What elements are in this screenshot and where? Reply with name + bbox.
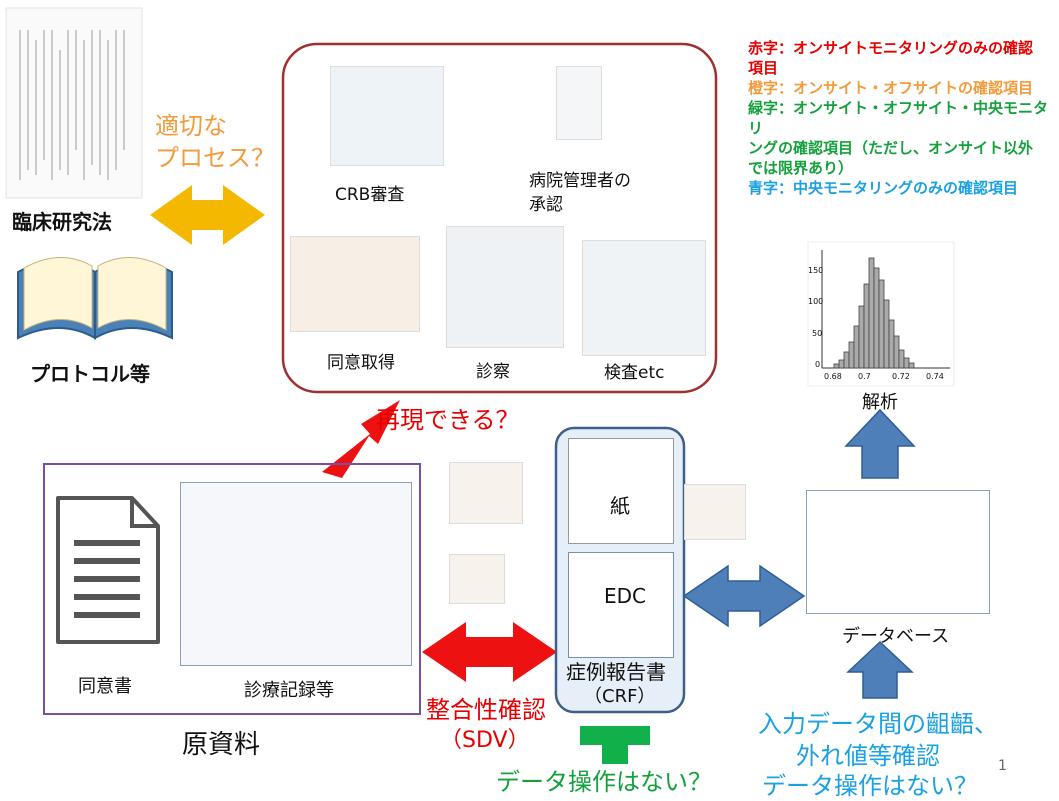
crf-label-line1: 症例報告書: [566, 660, 666, 684]
exam-label: 診察: [476, 362, 510, 382]
document-icon: [56, 496, 160, 644]
hist-xtick-072: 0.72: [892, 372, 910, 381]
records-label: 診療記録等: [244, 680, 334, 701]
crf-label-line2: （CRF）: [584, 686, 656, 707]
consent-doc-label: 同意書: [78, 676, 132, 697]
hist-xtick-07: 0.7: [858, 372, 871, 381]
legend-red-line1: 赤字：オンサイトモニタリングのみの確認: [748, 39, 1034, 57]
analysis-label: 解析: [862, 392, 898, 413]
process-question-line1: 適切な: [155, 112, 227, 140]
crb-meeting-image: [330, 66, 444, 166]
hist-ytick-100: 100: [808, 297, 824, 306]
monitor-person-image-2: [449, 554, 505, 604]
histogram-chart: [807, 241, 955, 387]
data-question-green: データ操作はない？: [496, 768, 712, 796]
legend-green-line2: ングの確認項目（ただし、オンサイト以外: [748, 139, 1034, 157]
monitor-person-image-3: [684, 484, 746, 540]
process-question-line2: プロセス？: [155, 144, 275, 172]
hist-ytick-50: 50: [812, 329, 823, 338]
book-icon: [17, 257, 173, 340]
legend-green-line1: 緑字：オンサイト・オフサイト・中央モニタリ: [748, 99, 1049, 137]
central-up-arrow: [846, 640, 914, 699]
edc-label: EDC: [598, 584, 653, 608]
legend-green-line3: では限界あり）: [748, 159, 854, 177]
source-documents-box: [43, 463, 421, 715]
source-title: 原資料: [182, 730, 261, 760]
database-screenshot: [806, 490, 990, 614]
page-number: 1: [998, 758, 1007, 774]
sdv-line1: 整合性確認: [426, 696, 546, 724]
test-scene-image: [582, 240, 706, 356]
edc-database-double-arrow: [682, 564, 806, 628]
crb-label: CRB審査: [335, 185, 405, 205]
reproduce-arrow: [322, 400, 400, 478]
legend-blue: 青字：中央モニタリングのみの確認項目: [748, 179, 1019, 197]
consent-scene-image: [290, 236, 420, 332]
hospital-process-box: [281, 42, 718, 394]
reproduce-label: 再現できる？: [376, 406, 520, 434]
hist-ytick-150: 150: [808, 266, 824, 275]
process-double-arrow: [150, 185, 265, 245]
law-document-image: [5, 7, 143, 199]
central-line3: データ操作はない？: [762, 772, 978, 800]
hospital-admin-line1: 病院管理者の: [529, 171, 631, 191]
protocol-label: プロトコル等: [30, 362, 150, 386]
legend-red-line2: 項目: [748, 59, 779, 77]
central-line2: 外れ値等確認: [796, 742, 940, 770]
hist-xtick-068: 0.68: [824, 372, 842, 381]
paper-label: 紙: [604, 490, 636, 519]
hist-ytick-0: 0: [815, 360, 821, 369]
hospital-admin-line2: 承認: [529, 195, 563, 215]
legend: 赤字：オンサイトモニタリングのみの確認 項目 橙字：オンサイト・オフサイトの確認…: [748, 38, 1059, 198]
central-line1: 入力データ間の齟齬、: [758, 710, 998, 738]
test-label: 検査etc: [604, 363, 665, 383]
hist-xtick-074: 0.74: [926, 372, 944, 381]
database-label: データベース: [842, 626, 950, 647]
emr-screenshot: [180, 482, 412, 666]
doctor-image: [556, 66, 602, 140]
sdv-double-arrow: [422, 622, 557, 682]
analysis-up-arrow: [844, 408, 916, 479]
monitor-person-image-1: [449, 462, 523, 524]
green-up-arrow: [580, 726, 650, 764]
law-label: 臨床研究法: [12, 210, 112, 234]
legend-orange: 橙字：オンサイト・オフサイトの確認項目: [748, 79, 1034, 97]
sdv-line2: （SDV）: [440, 728, 530, 753]
exam-scene-image: [446, 226, 564, 348]
consent-label: 同意取得: [327, 353, 395, 373]
